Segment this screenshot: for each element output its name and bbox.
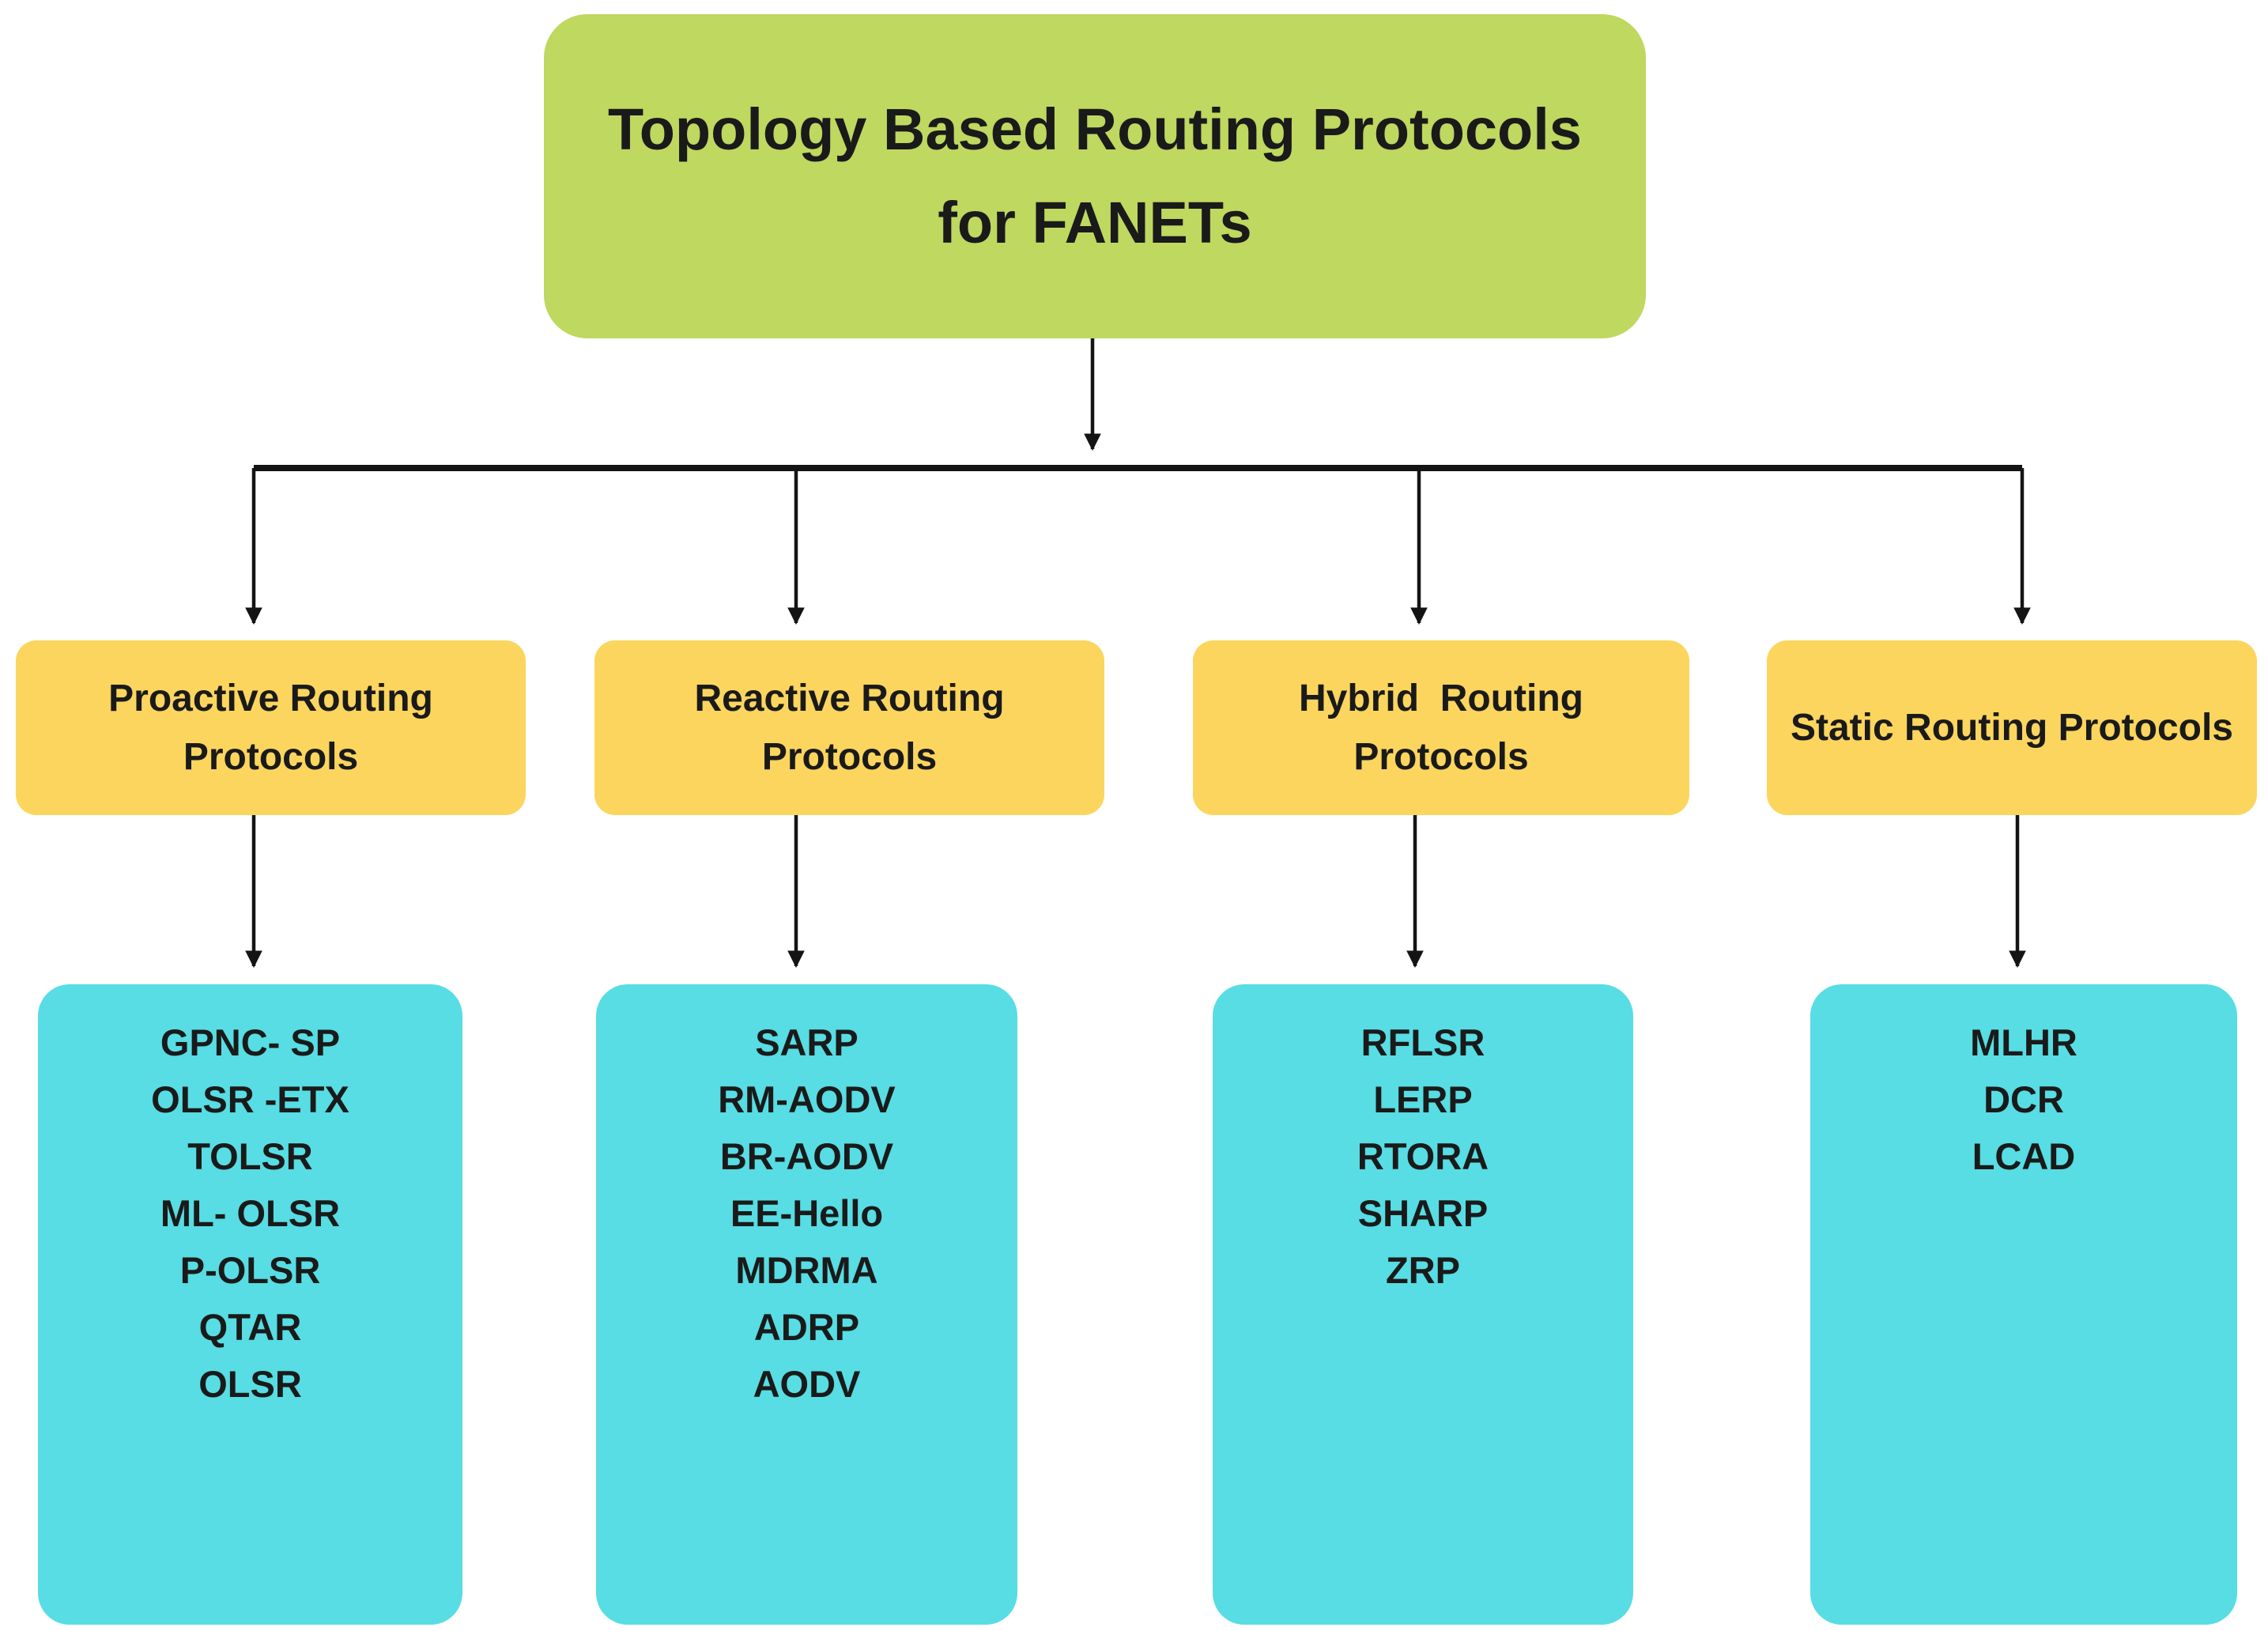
category-label: Proactive Routing Protocols bbox=[108, 677, 444, 778]
protocol-item: P-OLSR bbox=[179, 1249, 321, 1291]
protocol-item: OLSR -ETX bbox=[151, 1078, 349, 1120]
category-label: Reactive Routing Protocols bbox=[694, 677, 1015, 778]
protocol-item: OLSR bbox=[198, 1363, 302, 1405]
protocol-item: BR-AODV bbox=[719, 1135, 894, 1177]
protocol-item: LCAD bbox=[1972, 1135, 2076, 1177]
root-title-line-1: Topology Based Routing Protocols bbox=[608, 96, 1582, 162]
protocol-item: MLHR bbox=[1970, 1021, 2077, 1063]
category-node-hybrid: Hybrid Routing Protocols bbox=[1193, 640, 1689, 815]
protocol-item: TOLSR bbox=[187, 1135, 313, 1177]
root-node-topology-based-routing: Topology Based Routing Protocols for FAN… bbox=[544, 14, 1646, 338]
protocol-item: ZRP bbox=[1386, 1249, 1460, 1291]
protocol-list-hybrid: RFLSR LERP RTORA SHARP ZRP bbox=[1213, 984, 1633, 1625]
protocol-item: ML- OLSR bbox=[160, 1192, 341, 1234]
protocol-item: EE-Hello bbox=[730, 1192, 884, 1234]
category-label: Hybrid Routing Protocols bbox=[1299, 677, 1594, 778]
protocol-item: QTAR bbox=[198, 1306, 302, 1348]
protocol-item: MDRMA bbox=[735, 1249, 878, 1291]
protocol-item: GPNC- SP bbox=[160, 1021, 341, 1063]
protocol-item: ADRP bbox=[753, 1306, 860, 1348]
protocol-item: SARP bbox=[755, 1021, 859, 1063]
protocol-item: AODV bbox=[753, 1363, 861, 1405]
protocol-item: RM-AODV bbox=[718, 1078, 896, 1120]
category-node-proactive: Proactive Routing Protocols bbox=[16, 640, 526, 815]
protocol-item: LERP bbox=[1373, 1078, 1473, 1120]
protocol-item: DCR bbox=[1983, 1078, 2064, 1120]
protocol-item: SHARP bbox=[1357, 1192, 1489, 1234]
category-node-static: Static Routing Protocols bbox=[1767, 640, 2257, 815]
protocol-item: RFLSR bbox=[1360, 1021, 1485, 1063]
protocol-list-proactive: GPNC- SP OLSR -ETX TOLSR ML- OLSR P-OLSR QTAR… bbox=[38, 984, 462, 1625]
category-label: Static Routing Protocols bbox=[1790, 706, 2233, 749]
protocol-item: RTORA bbox=[1357, 1135, 1489, 1177]
root-title-line-2: for FANETs bbox=[938, 190, 1252, 255]
protocol-list-static: MLHR DCR LCAD bbox=[1810, 984, 2237, 1625]
category-node-reactive: Reactive Routing Protocols bbox=[594, 640, 1104, 815]
